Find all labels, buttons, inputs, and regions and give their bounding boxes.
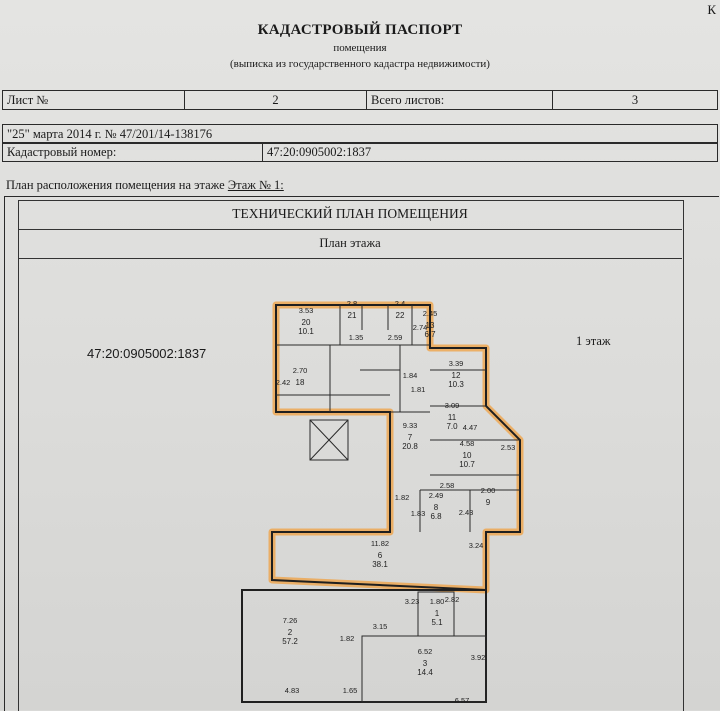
divider [18,258,682,259]
room-number: 18 [296,378,305,387]
room-number: 22 [396,311,405,320]
room-area: 7.0 [446,422,458,431]
date-line: "25" марта 2014 г. № 47/201/14-138176 [7,127,213,141]
room-dimension: 2.45 [423,309,438,318]
cadastral-row: Кадастровый номер: 47:20:0905002:1837 [2,142,718,162]
room-area: 14.4 [417,668,433,677]
room-area: 57.2 [282,637,298,646]
room-number: 6 [378,551,383,560]
plan-caption-prefix: План расположения помещения на этаже [6,178,228,192]
apartment-outline [271,304,521,592]
floor-plan-title: План этажа [319,236,381,250]
date-row: "25" марта 2014 г. № 47/201/14-138176 [2,124,718,144]
plan-frame [4,196,719,711]
sheet-label: Лист № [3,91,185,109]
room-number: 1 [435,609,440,618]
lower-block [241,589,487,703]
room-number: 9 [486,498,491,507]
dimension-label: 3.15 [373,622,388,631]
dimension-label: 2.59 [388,333,403,342]
dimension-label: 4.83 [285,686,300,695]
room-dimension: 2.8 [347,299,357,308]
dimension-label: 2.43 [459,508,474,517]
tech-plan-title: ТЕХНИЧЕСКИЙ ПЛАН ПОМЕЩЕНИЯ [232,206,468,221]
room-number: 8 [434,503,439,512]
dimension-label: 3.92 [471,653,486,662]
plan-cadastral-number: 47:20:0905002:1837 [87,346,207,361]
room-dimension: 3.09 [445,401,460,410]
room-dimension: 1.80 [430,597,445,606]
room-number: 11 [448,413,457,422]
divider [18,229,682,230]
room-number: 20 [302,318,311,327]
plan-caption: План расположения помещения на этаже Эта… [6,178,284,193]
room-1-box [417,591,455,637]
document-note: (выписка из государственного кадастра не… [230,58,490,70]
plan-inner-frame [18,200,684,711]
dimension-label: 2.42 [276,378,291,387]
total-label: Всего листов: [367,91,553,109]
dimension-label: 1.81 [411,385,426,394]
total-value: 3 [631,93,639,107]
corner-letter: К [707,2,716,17]
sheet-value: 2 [185,91,367,109]
sheet-row: Лист № 2 Всего листов: 3 [2,90,718,110]
dimension-label: 2.74 [413,323,428,332]
room-number: 12 [452,371,461,380]
room-dimension: 2.49 [429,491,444,500]
room-number: 10 [463,451,472,460]
dimension-label: 2.82 [445,595,460,604]
dimension-label: 1.82 [395,493,410,502]
room-dimension: 9.33 [403,421,418,430]
dimension-label: 1.35 [349,333,364,342]
dimension-label: 3.24 [469,541,484,550]
stair-block [309,419,349,461]
stair-cross [309,419,349,461]
dimension-label: 1.84 [403,371,418,380]
room-number: 3 [423,659,428,668]
room-dimension: 7.26 [283,616,298,625]
cadastral-value: 47:20:0905002:1837 [267,145,372,159]
dimension-label: 2.58 [440,481,455,490]
dimension-label: 1.65 [343,686,358,695]
floor-label: 1 этаж [576,334,611,348]
document-subtitle: помещения [333,42,387,54]
room-area: 10.3 [448,380,464,389]
room-area: 20.8 [402,442,418,451]
dimension-label: 3.23 [405,597,420,606]
room-number: 2 [288,628,293,637]
room-number: 13 [426,321,435,330]
dimension-label: 6.57 [455,696,470,705]
cadastral-label: Кадастровый номер: [3,143,263,161]
room-dimension: 11.82 [371,539,389,548]
dimension-label: 4.47 [463,423,478,432]
room-area: 10.7 [459,460,475,469]
room-dimension: 3.53 [299,306,314,315]
room-dimension: 2.00 [481,486,496,495]
room-area: 5.1 [431,618,443,627]
room-area: 38.1 [372,560,388,569]
room-dimension: 3.39 [449,359,464,368]
dimension-label: 1.83 [411,509,426,518]
dimension-label: 1.82 [340,634,355,643]
room-number: 21 [348,311,357,320]
room-number: 7 [408,433,413,442]
room-area: 10.1 [298,327,314,336]
room-dimension: 2.4 [395,299,405,308]
room-area: 6.8 [430,512,442,521]
plan-caption-floor: Этаж № 1: [227,178,284,192]
room-area: 6.7 [424,330,436,339]
room-dimension: 6.52 [418,647,433,656]
document-title: КАДАСТРОВЫЙ ПАСПОРТ [257,22,463,38]
room-dimension: 2.70 [293,366,308,375]
room-dimension: 4.58 [460,439,475,448]
dimension-label: 2.53 [501,443,516,452]
